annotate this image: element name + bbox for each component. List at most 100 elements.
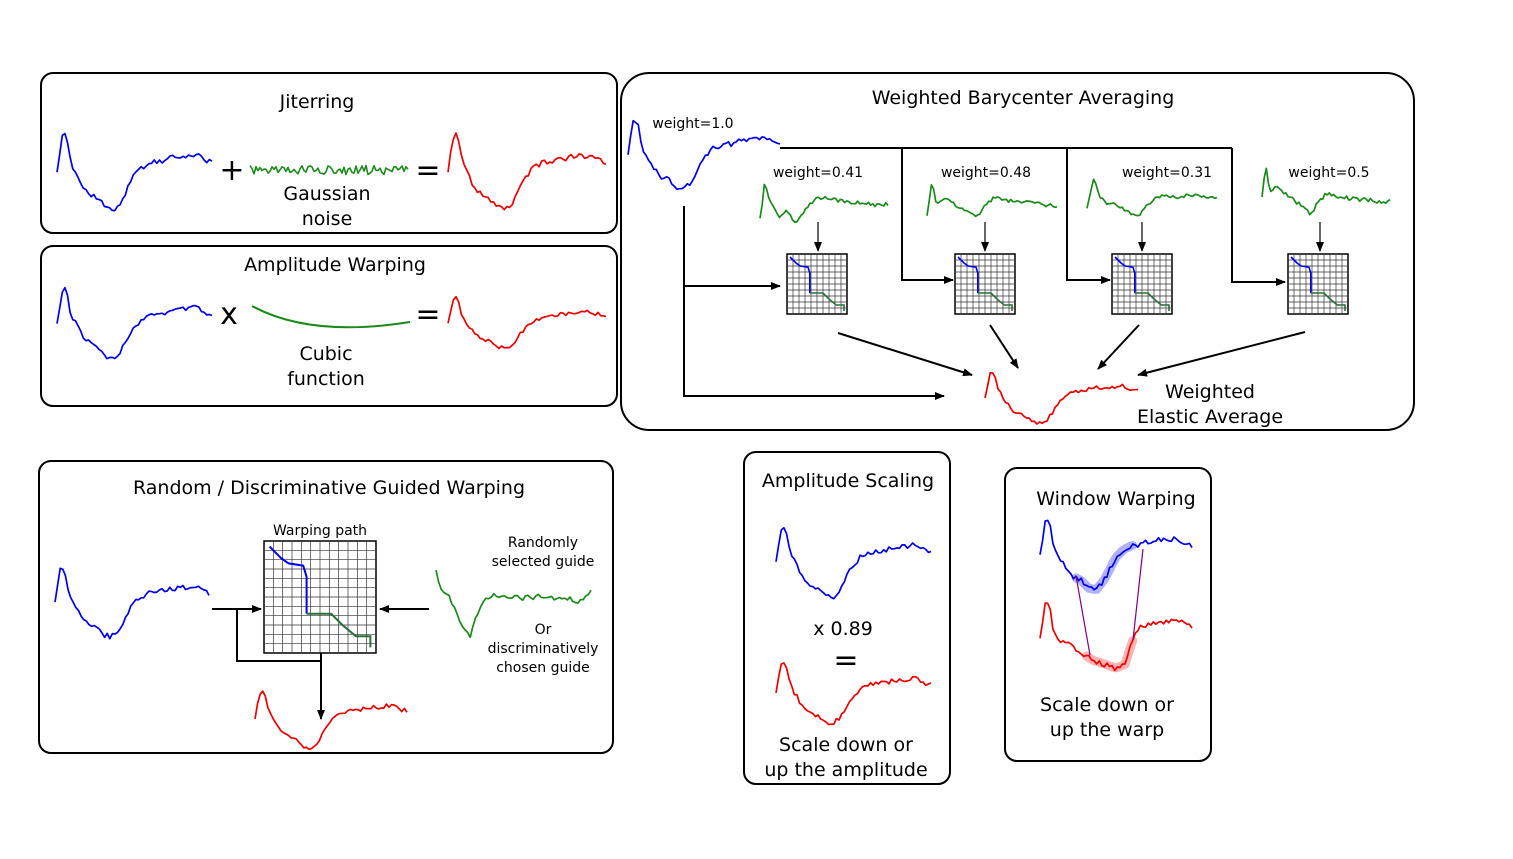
window-warping-original-series [1039,519,1193,594]
wba-arrow-to-grid-4 [1231,148,1286,286]
or-label-2: discriminatively [488,641,599,657]
wba-main-weight: weight=1.0 [652,116,733,132]
wba-weight-2: weight=0.48 [941,165,1031,181]
jittering-noise-label-2: noise [302,208,353,230]
window-warping-panel: Window Warping Scale down or up the warp [1004,467,1212,762]
window-warping-title: Window Warping [1036,488,1195,510]
waveform-line [254,690,408,751]
waveform-line [56,132,213,212]
guided-warping-original-series [54,567,210,640]
amplitude-warping-result-series [447,295,607,350]
wba-dtw-grid-2 [954,253,1016,315]
wba-converge-arrow-1 [837,332,973,377]
wba-main-series [627,119,781,191]
amplitude-warping-equals-sign: = [415,297,440,332]
waveform-line [249,164,409,176]
waveform-line [627,119,781,191]
guided-warping-panel: Random / Discriminative Guided Warping W… [38,460,614,754]
wba-converge-arrow-2 [989,324,1019,369]
jittering-noise-label-1: Gaussian [283,183,370,205]
warping-path-label: Warping path [273,523,367,539]
wba-arrow-main-to-average [683,206,945,400]
warping-path-line [1290,256,1312,293]
cubic-function-curve [251,305,411,329]
waveform-line [1086,178,1218,217]
amplitude-scaling-frame [743,451,951,785]
warping-path-line [1114,256,1136,293]
warping-path-line [957,256,979,293]
waveform-line [447,132,607,211]
wba-frame [620,72,1415,431]
window-warping-link-right [1132,548,1144,641]
wba-result-label-1: Weighted [1165,381,1255,403]
wba-converge-arrow-4 [1137,331,1306,377]
wba-weight-4: weight=0.5 [1288,165,1369,181]
jittering-panel: Jiterring + Gaussian noise = [40,72,618,234]
guided-warping-result-series [254,690,408,751]
wba-dtw-grid-4 [1287,253,1349,315]
amplitude-scaling-factor: x 0.89 [813,618,873,640]
cubic-function-label-1: Cubic [299,343,352,365]
amplitude-warping-title: Amplitude Warping [244,254,426,276]
waveform-line [1261,167,1391,216]
wba-arrow-to-grid-2 [901,148,954,284]
warping-path-line [268,545,308,614]
window-warping-desc-2: up the warp [1050,719,1164,741]
warping-path-line [977,292,1013,311]
warping-path-line [1134,292,1170,311]
jittering-title: Jiterring [279,91,355,113]
wba-guide-series-4 [1261,167,1391,216]
wba-dtw-grid-3 [1111,253,1173,315]
amplitude-scaling-panel: Amplitude Scaling x 0.89 = Scale down or… [743,451,951,785]
waveform-line [759,183,889,223]
jittering-plus-sign: + [219,153,244,188]
window-warping-desc-1: Scale down or [1040,694,1174,716]
wba-dtw-grid-1 [786,253,848,315]
waveform-line [1039,602,1193,672]
warping-path-line [789,256,811,293]
amplitude-warping-original-series [56,286,213,360]
wba-guide-series-3 [1086,178,1218,217]
window-warping-result-series [1039,602,1193,673]
warping-path-line [1310,292,1346,311]
waveform-line [435,569,592,639]
amplitude-warping-panel: Amplitude Warping x Cubic function = [40,245,618,407]
jittering-frame [40,72,618,234]
wba-weight-3: weight=0.31 [1122,165,1212,181]
warping-path-line [809,292,845,311]
wba-average-series [984,371,1139,425]
jittering-original-series [56,132,213,212]
waveform-line [54,567,210,640]
guided-warping-bypass-line [236,609,321,662]
wba-arrow-to-grid-3 [1066,148,1111,284]
guide-label-1: Randomly [508,535,578,551]
amplitude-scaling-equals-sign: = [833,643,858,678]
guide-label-2: selected guide [492,554,595,570]
waveform-line [775,662,932,726]
warping-path-line [306,612,372,648]
waveform-line [447,295,607,350]
waveform-line [1039,519,1193,591]
waveform-line [775,526,932,600]
amplitude-scaling-desc-1: Scale down or [779,734,913,756]
wba-converge-arrow-3 [1097,324,1140,370]
guided-warping-title: Random / Discriminative Guided Warping [133,477,525,499]
waveform-line [56,286,213,360]
or-label-3: chosen guide [496,660,590,676]
amplitude-warping-times-sign: x [220,297,238,332]
waveform-line [984,371,1139,425]
cubic-function-label-2: function [287,368,365,390]
wba-guide-series-1 [759,183,889,223]
amplitude-scaling-title: Amplitude Scaling [762,470,934,492]
wba-guide-series-2 [926,184,1058,218]
amplitude-scaling-result-series [775,662,932,726]
wba-weight-1: weight=0.41 [773,165,863,181]
waveform-line [926,184,1058,218]
wba-title: Weighted Barycenter Averaging [872,87,1175,109]
window-warping-link-left [1075,575,1091,656]
or-label-1: Or [535,622,552,638]
jittering-result-series [447,132,607,211]
guided-warping-dtw-grid [263,540,377,654]
jittering-noise-series [249,164,409,176]
